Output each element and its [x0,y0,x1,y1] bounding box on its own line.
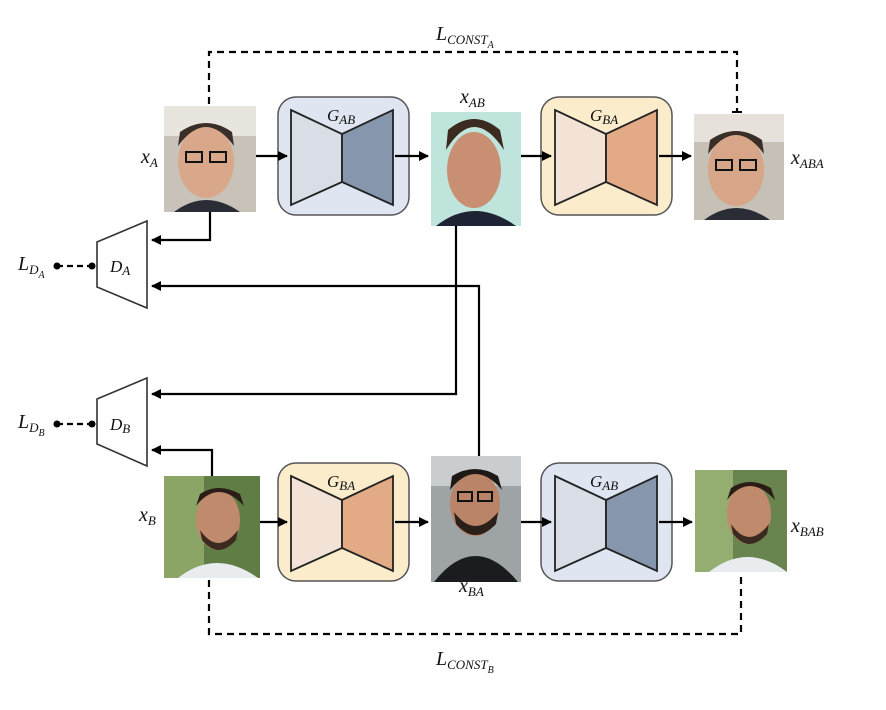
image-x-aba [694,114,784,220]
l-const-b-label: LCONSTB [435,648,494,676]
arrow-xba-to-da [151,281,481,456]
image-x-ab [431,112,521,226]
l-d-a-label: LDA [17,253,46,281]
label-x-bab: xBAB [790,515,824,539]
arrow-xab-to-db [151,226,458,399]
svg-text:GBA: GBA [327,472,355,493]
generator-g-ab-bottom: GAB [540,462,673,582]
svg-text:GAB: GAB [590,472,618,493]
svg-text:DA: DA [109,257,130,278]
label-x-a: xA [140,146,158,170]
arrow-xb-to-db [151,445,214,476]
svg-text:GAB: GAB [327,106,355,127]
image-x-a [164,106,256,212]
d-a-loss-dot-left [53,262,61,270]
label-x-ba: xBA [458,575,484,599]
const-b-dashed-line [207,572,743,636]
discriminator-d-b: DB [96,376,148,468]
d-b-loss-dot-right [88,420,96,428]
generator-g-ab-top: GAB [277,96,410,216]
svg-text:DB: DB [109,415,130,436]
d-a-loss-dot-right [88,262,96,270]
l-const-a-label: LCONSTA [435,23,495,51]
discriminator-d-a: DA [96,219,148,310]
d-b-loss-dot-left [53,420,61,428]
label-x-b: xB [138,504,156,528]
arrow-xa-to-da [151,212,212,245]
image-x-bab [695,470,787,572]
l-d-b-label: LDB [17,411,45,439]
svg-text:GBA: GBA [590,106,618,127]
const-a-dashed-line [207,50,742,113]
label-x-ab: xAB [459,86,485,110]
image-x-ba [431,456,521,582]
generator-g-ba-bottom: GBA [277,462,410,582]
label-x-aba: xABA [790,147,824,171]
generator-g-ba-top: GBA [540,96,673,216]
image-x-b [164,476,260,578]
